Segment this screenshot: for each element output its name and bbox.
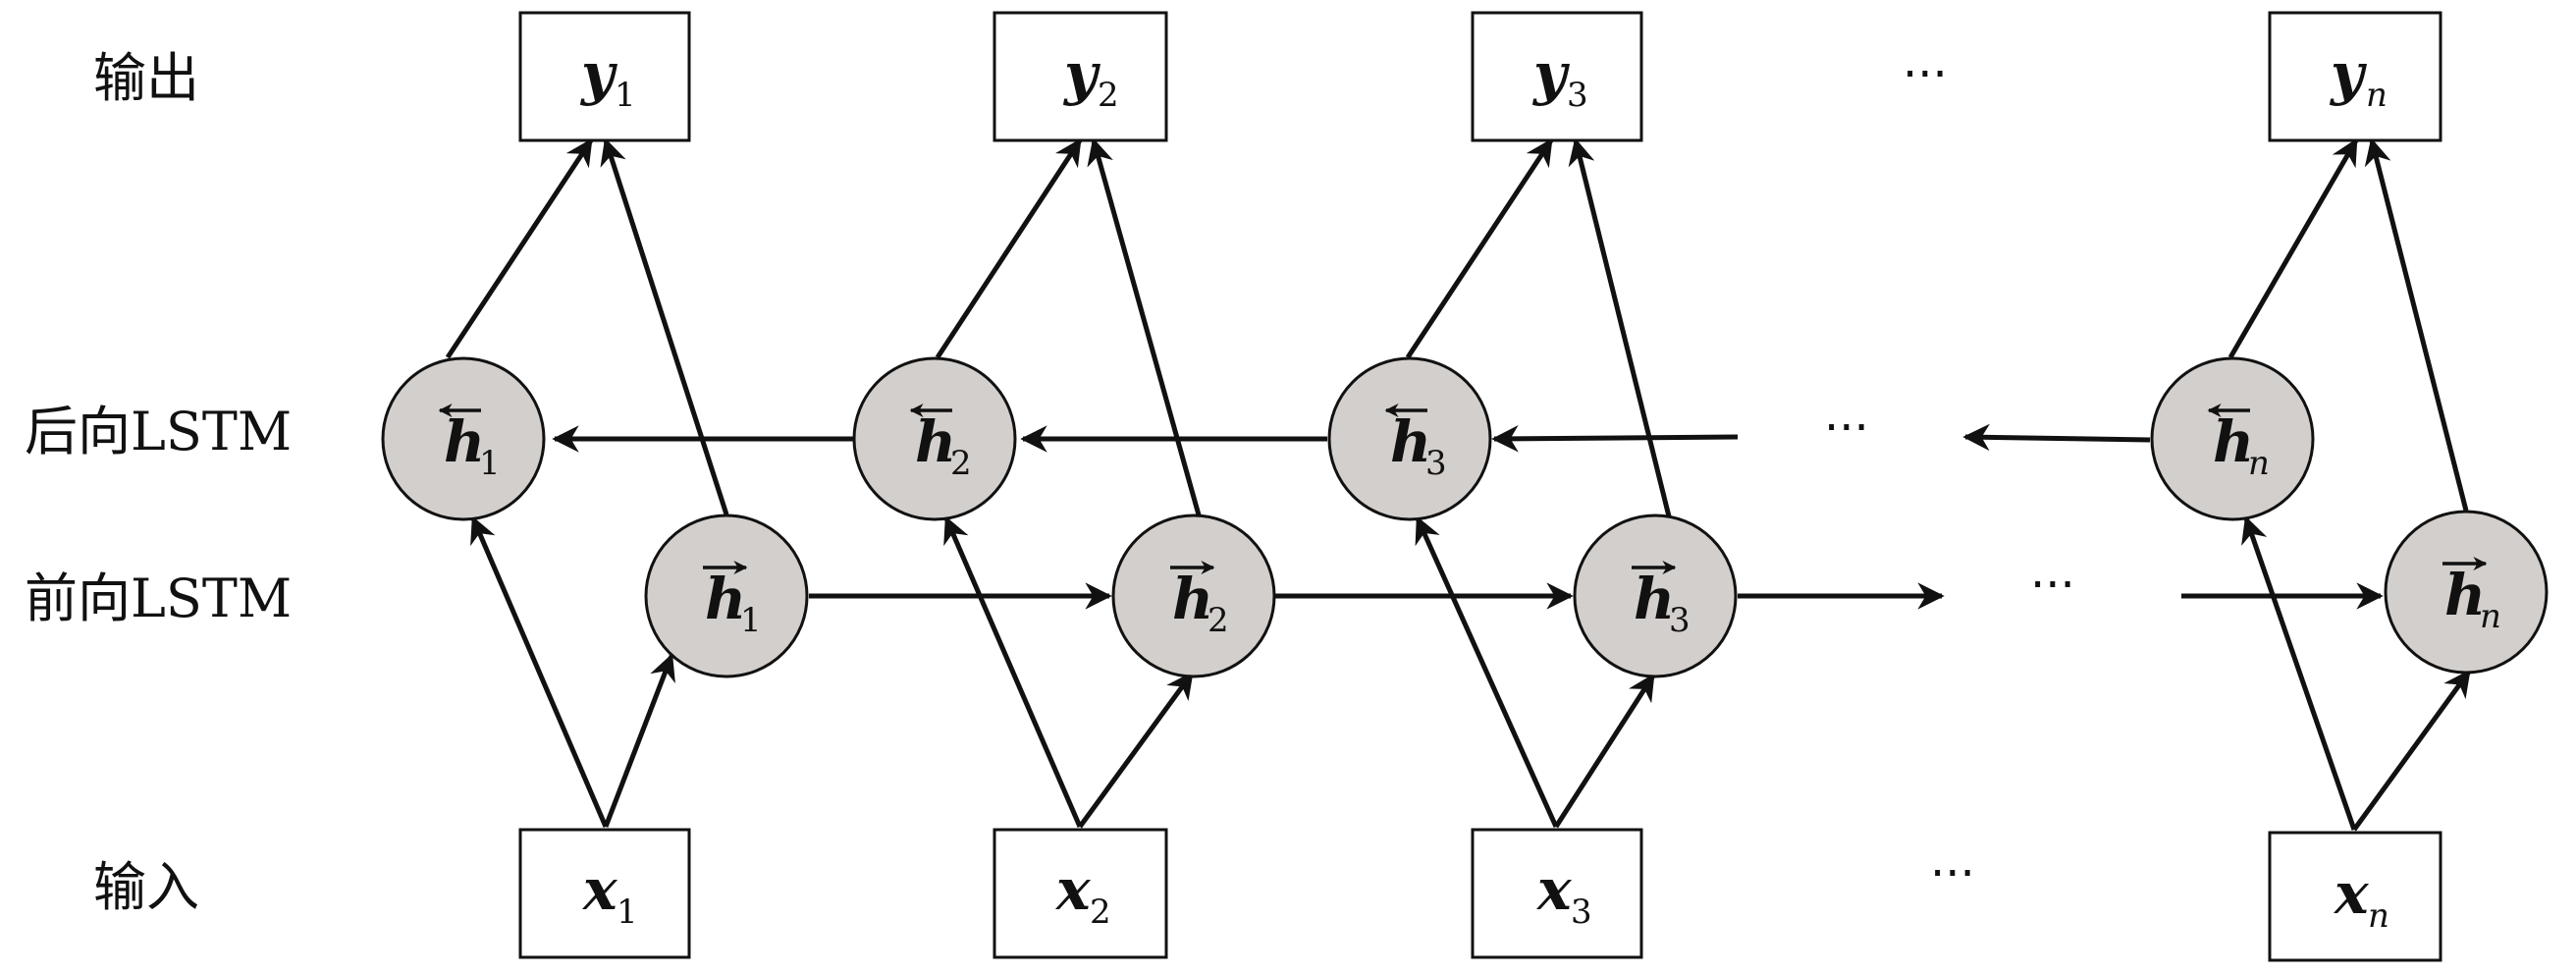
input-to-backward-edge	[2241, 515, 2357, 831]
backward-state-symbol: h	[2213, 408, 2254, 475]
backward-edge	[1962, 423, 2151, 452]
output-symbol: y	[1531, 40, 1571, 107]
forward-hidden-state-node: h 3	[1573, 514, 1738, 678]
input-symbol: x	[1054, 856, 1092, 923]
input-subscript: 2	[1090, 893, 1111, 932]
input-symbol: x	[2333, 860, 2370, 927]
backward-ellipsis: ···	[1824, 401, 1869, 456]
input-subscript: 3	[1571, 893, 1592, 932]
forward-state-subscript: 2	[1208, 601, 1229, 640]
forward-lstm-row-label: 前向LSTM	[25, 568, 292, 629]
backward-lstm-layer: h 1 h 2 h 3 h n	[381, 356, 2315, 521]
backward-hidden-state-node: h 3	[1327, 356, 1492, 521]
edges	[445, 137, 2472, 832]
input-to-backward-edge	[1415, 515, 1559, 829]
forward-hidden-state-node: h 1	[644, 514, 809, 678]
output-subscript: 2	[1098, 76, 1119, 115]
output-symbol: y	[579, 40, 618, 107]
output-row-label: 输出	[93, 47, 199, 109]
input-node: x 2	[993, 828, 1168, 959]
forward-ellipsis: ···	[2030, 558, 2075, 613]
output-symbol: y	[2329, 40, 2368, 107]
backward-state-subscript: 3	[1425, 444, 1447, 483]
forward-state-subscript: 3	[1669, 601, 1690, 640]
backward-to-output-edge	[935, 137, 1083, 359]
output-subscript: 3	[1567, 76, 1588, 115]
forward-state-symbol: h	[1634, 566, 1675, 632]
input-symbol: x	[1535, 856, 1573, 923]
output-ellipsis: ···	[1903, 47, 1948, 102]
backward-hidden-state-node: h 1	[381, 356, 546, 521]
input-to-forward-edge	[603, 653, 675, 828]
input-node: x 3	[1471, 828, 1643, 959]
input-to-forward-edge	[1077, 671, 1195, 829]
forward-to-output-edge	[2364, 137, 2469, 512]
input-ellipsis: ···	[1930, 846, 1975, 901]
input-to-backward-edge	[470, 515, 609, 828]
output-node: y 1	[518, 11, 691, 142]
backward-state-subscript: n	[2248, 444, 2270, 483]
backward-state-symbol: h	[915, 408, 956, 475]
input-node: x 1	[518, 828, 691, 959]
forward-to-output-edge	[600, 137, 729, 515]
forward-hidden-state-node: h 2	[1111, 514, 1276, 678]
input-to-forward-edge	[2351, 669, 2472, 832]
backward-state-subscript: 1	[479, 444, 501, 483]
backward-edge	[1491, 425, 1739, 453]
input-node: x n	[2268, 831, 2442, 962]
forward-state-symbol: h	[1172, 566, 1213, 632]
output-layer: y 1 y 2 y 3 y n	[518, 11, 2442, 142]
output-symbol: y	[1062, 40, 1101, 107]
backward-hidden-state-node: h 2	[852, 356, 1017, 521]
backward-state-symbol: h	[1390, 408, 1431, 475]
forward-state-subscript: n	[2480, 597, 2501, 636]
backward-state-subscript: 2	[950, 444, 972, 483]
backward-lstm-row-label: 后向LSTM	[25, 401, 292, 462]
backward-hidden-state-node: h n	[2150, 356, 2315, 521]
input-row-label: 输入	[93, 856, 199, 918]
input-layer: x 1 x 2 x 3 x n	[518, 828, 2442, 962]
input-to-forward-edge	[1553, 673, 1656, 829]
input-subscript: 1	[617, 893, 638, 932]
forward-hidden-state-node: h n	[2384, 510, 2549, 675]
forward-state-subscript: 1	[740, 601, 762, 640]
input-to-backward-edge	[943, 515, 1083, 828]
forward-lstm-layer: h 1 h 2 h 3 h n	[644, 510, 2549, 678]
forward-to-output-edge	[1568, 137, 1672, 517]
forward-state-symbol: h	[2444, 562, 2486, 628]
forward-state-symbol: h	[705, 566, 746, 632]
backward-to-output-edge	[2227, 137, 2359, 359]
input-subscript: n	[2368, 896, 2389, 936]
output-node: y n	[2268, 11, 2442, 142]
output-subscript: n	[2366, 76, 2388, 115]
backward-to-output-edge	[1405, 137, 1554, 359]
backward-state-symbol: h	[444, 408, 485, 475]
output-node: y 2	[993, 11, 1168, 142]
output-node: y 3	[1471, 11, 1643, 142]
backward-to-output-edge	[445, 137, 594, 359]
output-subscript: 1	[615, 76, 636, 115]
input-symbol: x	[581, 856, 618, 923]
forward-to-output-edge	[1087, 137, 1203, 519]
